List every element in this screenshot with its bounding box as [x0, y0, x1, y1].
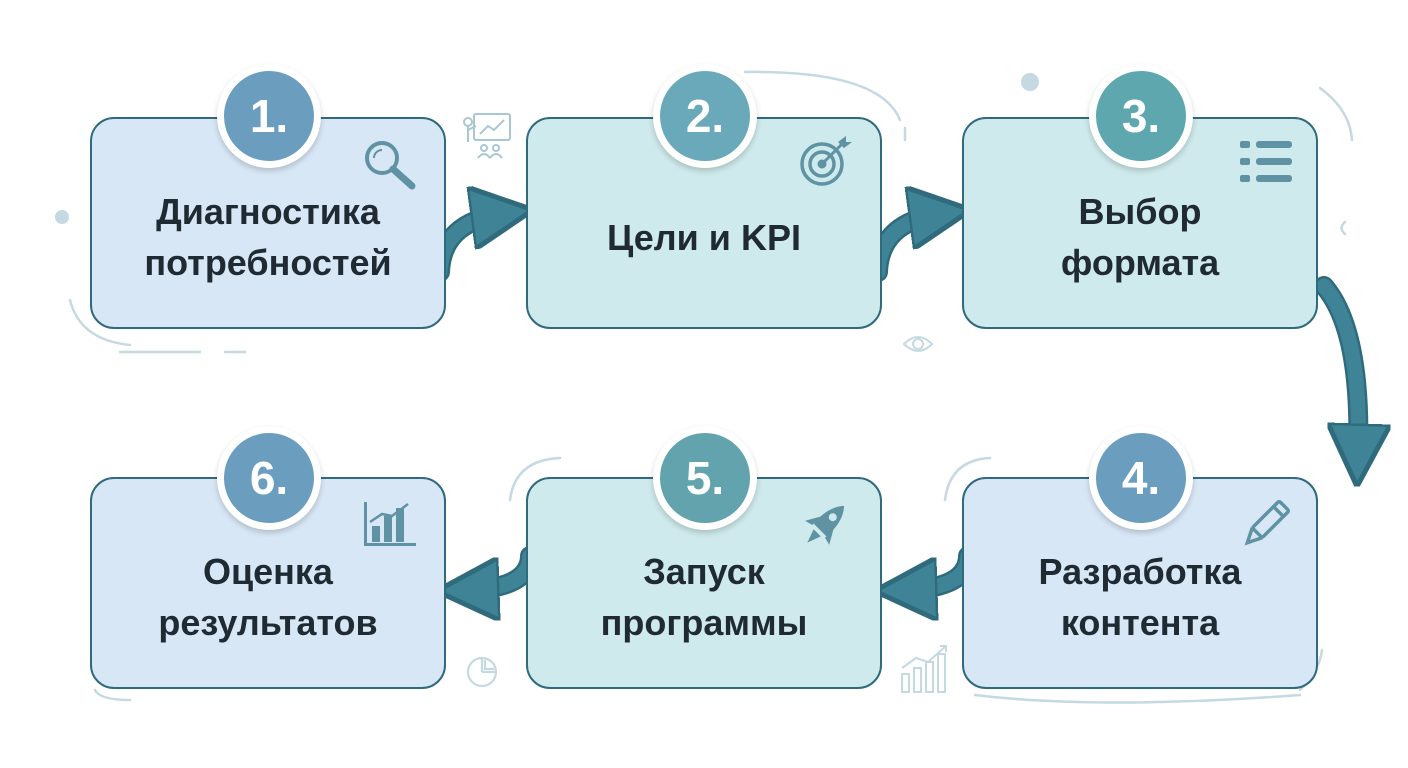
step-number-badge: 3.	[1089, 64, 1193, 168]
decorative-arcs	[68, 70, 1354, 704]
step-label: Цели и KPI	[607, 216, 801, 258]
step-number-badge: 5.	[653, 426, 757, 530]
step-label: Запуск программы	[600, 551, 808, 643]
pencil-icon	[1244, 500, 1290, 546]
growth-chart-icon	[901, 645, 947, 693]
step-label: Оценка результатов	[158, 551, 378, 643]
step-number-badge: 1.	[217, 64, 321, 168]
pie-chart-icon	[466, 656, 498, 688]
magnifier-icon	[365, 141, 416, 190]
step-number: 5.	[685, 452, 725, 504]
arrow-3-to-4	[1316, 278, 1358, 455]
step-number: 3.	[1121, 90, 1161, 142]
step-label: Выбор формата	[1060, 191, 1220, 283]
step-number: 6.	[249, 452, 289, 504]
decor-dot	[1021, 73, 1039, 91]
decor-dot	[55, 210, 69, 224]
step-number-badge: 2.	[653, 64, 757, 168]
eye-icon	[902, 336, 934, 352]
list-icon	[1240, 141, 1292, 182]
step-number: 2.	[685, 90, 725, 142]
presentation-icon	[463, 113, 511, 159]
bar-chart-icon	[364, 502, 416, 546]
step-number: 1.	[249, 90, 289, 142]
target-icon	[800, 136, 852, 186]
rocket-icon	[805, 505, 845, 545]
step-number: 4.	[1121, 452, 1161, 504]
step-number-badge: 6.	[217, 426, 321, 530]
step-label: Диагностика потребностей	[144, 191, 392, 283]
step-number-badge: 4.	[1089, 426, 1193, 530]
step-label: Разработка контента	[1038, 551, 1242, 643]
